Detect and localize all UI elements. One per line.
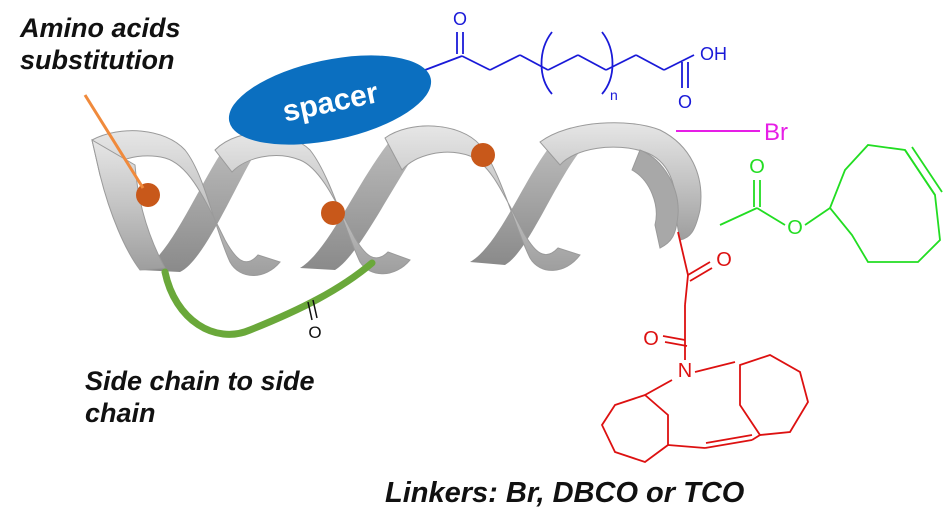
repeat-unit-n: n: [610, 87, 618, 103]
side-label-line2: chain: [85, 398, 156, 429]
staple-oxygen: O: [308, 323, 321, 342]
side-label-line1: Side chain to side: [85, 366, 315, 396]
tco-linker: [719, 144, 943, 263]
tco-carbonyl-oxygen: O: [749, 156, 765, 178]
fatty-acid-chain: [424, 31, 695, 95]
fatty-carbonyl-oxygen: O: [453, 9, 467, 29]
amino-label-line1: Amino acids: [20, 13, 181, 43]
substitution-pointer-line: [83, 94, 145, 189]
side-chain-staple: O: [161, 259, 376, 342]
bromine-label: Br: [764, 119, 788, 146]
residue-dot-1: [136, 183, 160, 207]
bromo-linker: Br: [676, 119, 788, 146]
spacer-ellipse: spacer: [228, 55, 432, 145]
linkers-label: Linkers: Br, DBCO or TCO: [385, 477, 745, 509]
tco-ester-oxygen: O: [787, 217, 803, 239]
acid-hydroxyl: OH: [700, 44, 727, 64]
amino-acids-substitution-label: Amino acids substitution: [20, 12, 181, 77]
residue-dot-2: [321, 201, 345, 225]
residue-dot-3: [471, 143, 495, 167]
acid-oxygen: O: [678, 92, 692, 112]
amino-label-line2: substitution: [20, 45, 175, 76]
helix-back: [140, 135, 585, 272]
dbco-amide-nitrogen: N: [678, 360, 692, 382]
dbco-amide-oxygen: O: [643, 328, 659, 350]
dbco-linker: [600, 231, 809, 464]
side-chain-label: Side chain to side chain: [85, 365, 315, 430]
dbco-keto-oxygen: O: [716, 249, 732, 271]
